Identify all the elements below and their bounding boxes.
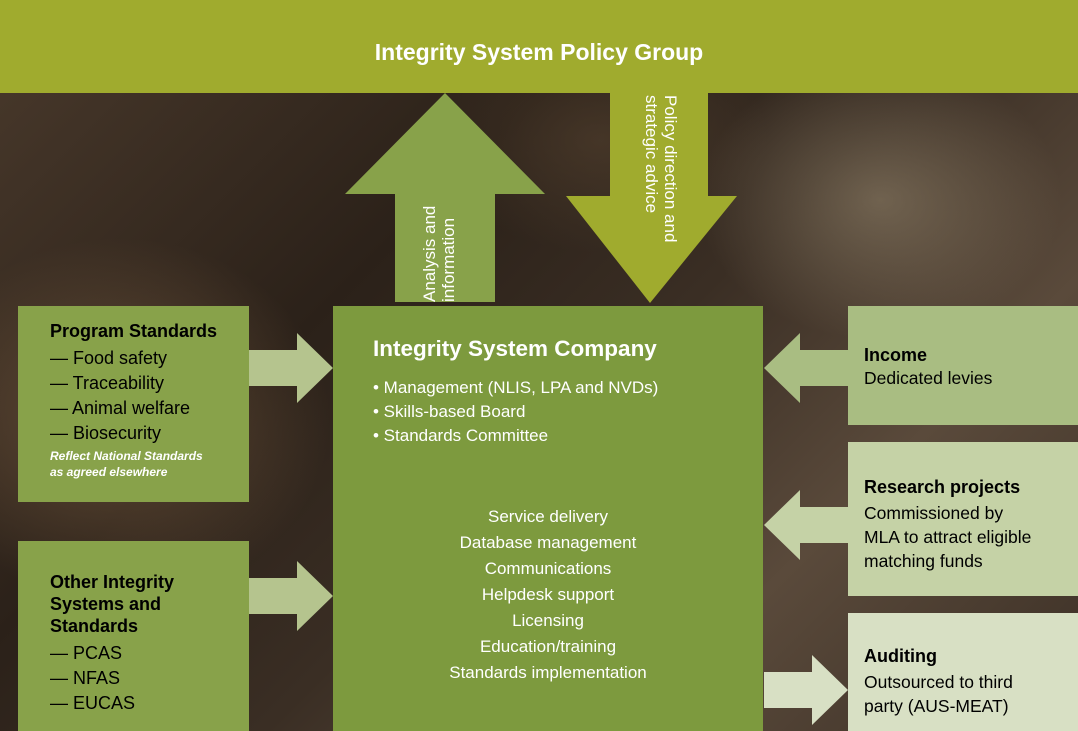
program-standards-note: Reflect National Standards as agreed els… (50, 448, 239, 480)
program-standard-item: — Food safety (50, 348, 168, 368)
policy-direction-line-1: Policy direction and (661, 95, 680, 243)
research-line: matching funds (864, 551, 983, 571)
policy-direction-line-2: strategic advice (642, 95, 661, 214)
other-system-item: — PCAS (50, 643, 123, 663)
analysis-label: Analysis and information (420, 206, 458, 302)
analysis-label-line-1: Analysis and (420, 205, 439, 302)
service-item: Standards implementation (449, 663, 647, 682)
note-line-1: Reflect National Standards (50, 449, 203, 463)
policy-group-bar: Integrity System Policy Group (0, 0, 1078, 93)
right-arrow-program (249, 333, 333, 403)
service-item: Service delivery (488, 507, 608, 526)
note-line-2: as agreed elsewhere (50, 465, 168, 479)
other-systems-title-line: Standards (50, 616, 139, 636)
other-system-item: — EUCAS (50, 693, 136, 713)
service-item: Helpdesk support (481, 585, 615, 604)
right-arrow-auditing (764, 655, 848, 725)
left-arrow-research (764, 490, 848, 560)
auditing-line: party (AUS-MEAT) (864, 696, 1009, 716)
service-item: Communications (484, 559, 612, 578)
analysis-label-line-2: information (439, 217, 458, 302)
service-item: Database management (459, 533, 637, 552)
program-standard-item: — Traceability (50, 373, 165, 393)
company-bullet: • Standards Committee (373, 426, 549, 445)
up-arrow (345, 93, 545, 302)
company-bullet: • Skills-based Board (373, 402, 526, 421)
integrity-system-company-box: Integrity System Company • Management (N… (333, 306, 763, 731)
program-standard-item: — Biosecurity (50, 423, 162, 443)
research-line: MLA to attract eligible (864, 527, 1032, 547)
company-bullet: • Management (NLIS, LPA and NVDs) (373, 378, 659, 397)
policy-group-title: Integrity System Policy Group (374, 39, 704, 65)
research-line: Commissioned by (864, 503, 1004, 523)
income-text: Dedicated levies (864, 368, 993, 388)
other-systems-box: Other Integrity Systems and Standards — … (18, 541, 249, 731)
down-arrow (566, 93, 737, 303)
auditing-title: Auditing (864, 646, 937, 666)
auditing-line: Outsourced to third (864, 672, 1013, 692)
policy-direction-label: Policy direction and strategic advice (642, 95, 680, 242)
company-bullets: • Management (NLIS, LPA and NVDs) • Skil… (373, 376, 658, 448)
service-item: Education/training (479, 637, 617, 656)
research-title: Research projects (864, 477, 1021, 497)
auditing-box: Auditing Outsourced to third party (AUS-… (848, 613, 1078, 731)
income-box: Income Dedicated levies (848, 306, 1078, 425)
right-arrow-other (249, 561, 333, 631)
other-system-item: — NFAS (50, 668, 121, 688)
program-standards-box: Program Standards — Food safety — Tracea… (18, 306, 249, 502)
left-arrow-income (764, 333, 848, 403)
research-projects-box: Research projects Commissioned by MLA to… (848, 442, 1078, 596)
service-item: Licensing (512, 611, 584, 630)
program-standards-title: Program Standards (50, 321, 218, 341)
company-title: Integrity System Company (373, 336, 657, 361)
income-title: Income (864, 345, 928, 365)
company-services: Service delivery Database management Com… (333, 504, 763, 686)
other-systems-title-line: Systems and (50, 594, 162, 614)
program-standard-item: — Animal welfare (50, 398, 191, 418)
other-systems-title-line: Other Integrity (50, 572, 175, 592)
